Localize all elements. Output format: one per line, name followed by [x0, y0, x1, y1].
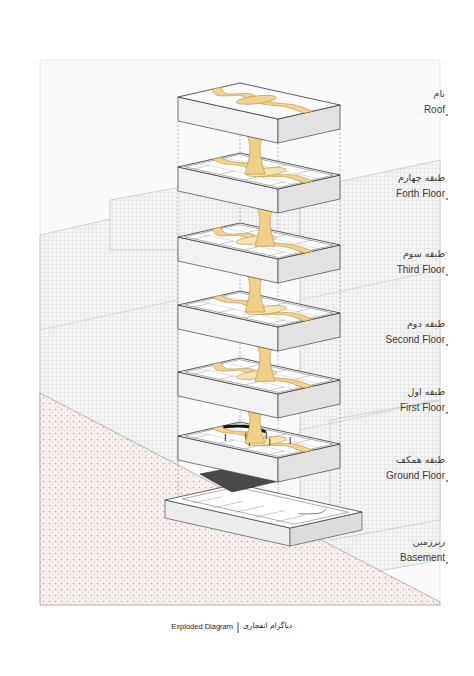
caption: Exploded Diagram	[171, 622, 233, 631]
interior-wall	[269, 387, 284, 390]
floor-label-persian: طبقه دوم	[407, 318, 445, 329]
figure	[266, 432, 267, 439]
interior-wall	[194, 371, 209, 374]
slab-top	[178, 83, 340, 119]
floor-label-persian: بام	[434, 88, 445, 99]
interior-wall	[269, 320, 284, 323]
interior-wall	[269, 451, 284, 454]
caption-persian: دیاگرام انفجاری	[243, 621, 292, 630]
floor-label: Forth Floor	[396, 188, 445, 199]
interior-wall	[224, 296, 318, 317]
interior-wall	[219, 309, 234, 312]
label-tick	[446, 114, 448, 116]
interior-wall	[296, 170, 311, 173]
figure	[269, 438, 270, 445]
interior-wall	[219, 440, 234, 443]
interior-wall	[296, 240, 311, 243]
floor-label-persian: طبقه اول	[408, 386, 445, 397]
interior-wall	[244, 177, 259, 180]
interior-wall	[256, 511, 285, 517]
floor-label: Basement	[400, 552, 445, 563]
interior-wall	[276, 515, 305, 521]
floor-label-persian: طبقه چهارم	[398, 172, 445, 183]
floor-label: First Floor	[400, 402, 445, 413]
interior-wall	[244, 446, 259, 449]
interior-wall	[194, 435, 209, 438]
floor-label: Roof	[424, 104, 445, 115]
basement-top	[165, 484, 362, 528]
void-atrium	[236, 95, 276, 104]
ground-plane	[40, 393, 440, 605]
floor-label: Third Floor	[397, 264, 445, 275]
figure	[290, 437, 291, 444]
void-ribbon	[212, 87, 313, 113]
interior-wall	[296, 308, 311, 311]
stair	[299, 509, 327, 514]
label-tick	[446, 480, 448, 482]
interior-wall	[219, 376, 234, 379]
interior-wall	[214, 501, 243, 507]
interior-wall	[269, 252, 284, 255]
interior-wall	[194, 166, 209, 169]
label-tick	[446, 412, 448, 414]
interior-wall	[194, 304, 209, 307]
interior-wall	[244, 382, 259, 385]
floor-label-persian: طبقه همکف	[396, 454, 445, 465]
figure	[225, 434, 226, 441]
floor-label-persian: طبقه سوم	[403, 248, 445, 259]
basement-inner	[182, 487, 348, 524]
interior-wall	[193, 497, 222, 503]
interior-wall	[194, 236, 209, 239]
floor-label: Ground Floor	[386, 470, 445, 481]
frame	[40, 60, 440, 605]
floor-label-persian: زیرزمین	[413, 536, 445, 547]
caption-divider	[238, 622, 239, 633]
interior-wall	[235, 506, 264, 512]
interior-wall	[219, 171, 234, 174]
label-tick	[446, 274, 448, 276]
label-tick	[446, 562, 448, 564]
street-line	[40, 300, 178, 330]
interior-wall	[296, 439, 311, 442]
interior-wall	[244, 247, 259, 250]
interior-wall	[296, 375, 311, 378]
label-tick	[446, 344, 448, 346]
interior-wall	[224, 158, 318, 179]
interior-wall	[244, 315, 259, 318]
interior-wall	[269, 182, 284, 185]
interior-wall	[219, 241, 234, 244]
label-tick	[446, 198, 448, 200]
floor-label: Second Floor	[386, 334, 445, 345]
interior-wall	[224, 427, 318, 448]
